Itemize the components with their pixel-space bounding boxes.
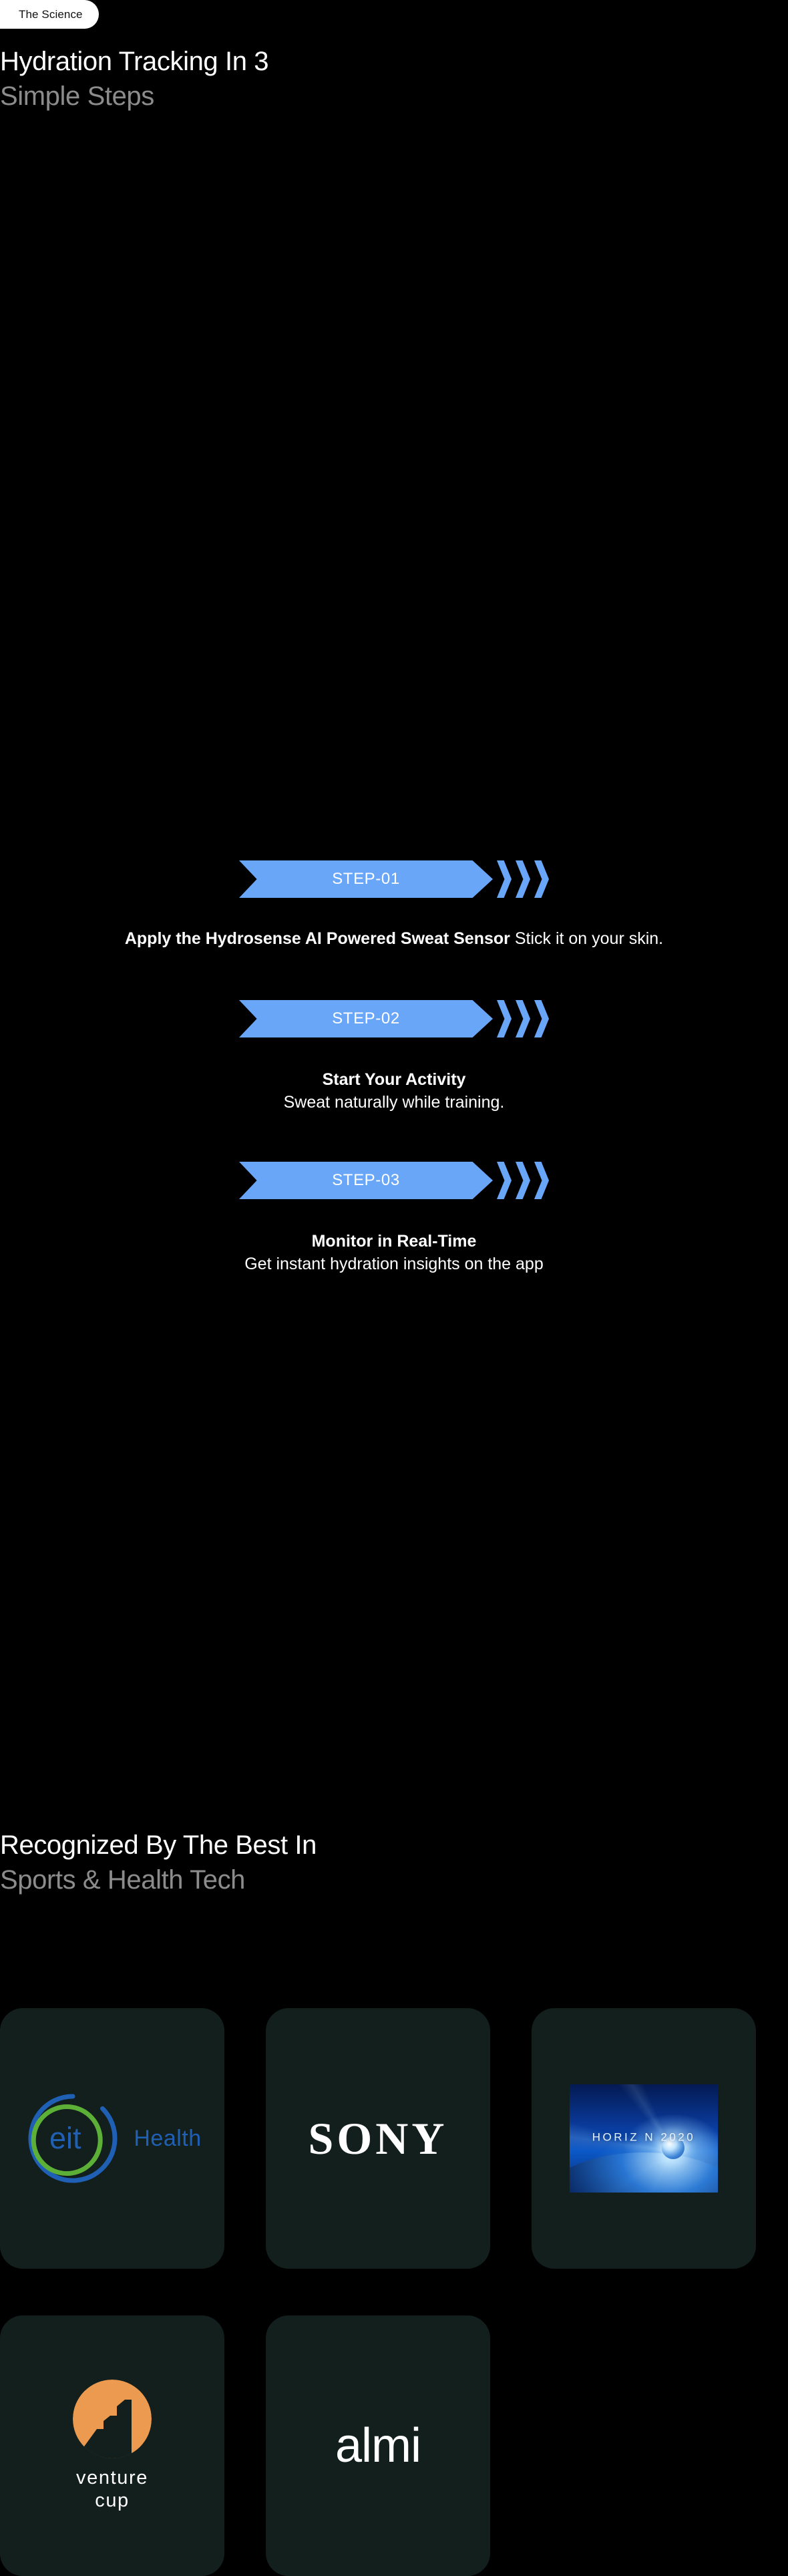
eit-health-wordmark: Health bbox=[134, 2125, 202, 2151]
venture-cup-wordmark: venture cup bbox=[76, 2466, 148, 2512]
step-body-3: Monitor in Real-Time Get instant hydrati… bbox=[0, 1230, 788, 1275]
step-badge-label-2: STEP-02 bbox=[332, 1009, 400, 1027]
horizon-2020-wordmark: HORIZ N 2020 bbox=[592, 2130, 696, 2144]
step-badge-1[interactable]: STEP-01 bbox=[239, 860, 493, 898]
step-title-2: Start Your Activity bbox=[322, 1070, 466, 1089]
step-title-1: Apply the Hydrosense AI Powered Sweat Se… bbox=[0, 927, 788, 950]
chevron-right-icon bbox=[534, 860, 549, 898]
step-title-3: Monitor in Real-Time bbox=[311, 1232, 477, 1251]
section-badge-the-science[interactable]: The Science bbox=[0, 0, 99, 29]
step-desc-2: Sweat naturally while training. bbox=[283, 1093, 505, 1112]
step-item-1: STEP-01 Apply the Hydrosense AI Powered … bbox=[0, 860, 788, 950]
logo-card-almi[interactable]: almi bbox=[266, 2315, 490, 2576]
step-badge-label-1: STEP-01 bbox=[332, 870, 400, 888]
venture-cup-mark-icon bbox=[73, 2380, 152, 2458]
step-badge-2[interactable]: STEP-02 bbox=[239, 1000, 493, 1037]
venture-cup-word-1: venture bbox=[76, 2467, 148, 2488]
step-badge-wrap-1: STEP-01 bbox=[239, 860, 549, 898]
chevron-right-icon bbox=[516, 860, 530, 898]
eit-circle-logo-icon: eit bbox=[23, 2088, 123, 2189]
partner-logo-grid: eit Health SONY HORIZ N 2020 bbox=[0, 2008, 788, 2576]
globe-icon bbox=[661, 2136, 684, 2159]
venture-cup-logo: venture cup bbox=[73, 2380, 152, 2512]
step-badge-wrap-2: STEP-02 bbox=[239, 1000, 549, 1037]
horizon-2020-image: HORIZ N 2020 bbox=[570, 2084, 718, 2193]
step-badge-row-3: STEP-03 bbox=[0, 1162, 788, 1199]
step-title-rest-1: Stick it on your skin. bbox=[510, 929, 664, 948]
chevron-right-icon bbox=[497, 1000, 512, 1037]
step-badge-wrap-3: STEP-03 bbox=[239, 1162, 549, 1199]
step-body-2: Start Your Activity Sweat naturally whil… bbox=[0, 1068, 788, 1114]
step-badge-row-1: STEP-01 bbox=[0, 860, 788, 898]
svg-text:eit: eit bbox=[49, 2121, 81, 2155]
chevron-right-icon bbox=[534, 1000, 549, 1037]
step-item-3: STEP-03 Monitor in Real-Time Get instant… bbox=[0, 1162, 788, 1275]
eit-health-logo: eit Health bbox=[23, 2088, 201, 2189]
step-desc-3: Get instant hydration insights on the ap… bbox=[244, 1255, 544, 1273]
chevron-right-icon bbox=[516, 1162, 530, 1199]
recognized-section-title: Recognized By The Best In Sports & Healt… bbox=[0, 1828, 317, 1897]
logo-card-horizon-2020[interactable]: HORIZ N 2020 bbox=[532, 2008, 756, 2269]
sony-wordmark: SONY bbox=[308, 2112, 448, 2164]
logo-card-eit-health[interactable]: eit Health bbox=[0, 2008, 224, 2269]
step-badge-label-3: STEP-03 bbox=[332, 1171, 400, 1189]
step-body-1: Apply the Hydrosense AI Powered Sweat Se… bbox=[0, 927, 788, 950]
step-title-bold-1: Apply the Hydrosense AI Powered Sweat Se… bbox=[124, 929, 510, 948]
almi-wordmark: almi bbox=[335, 2419, 421, 2472]
chevron-right-icon bbox=[516, 1000, 530, 1037]
section-badge-label: The Science bbox=[19, 7, 83, 21]
chevron-right-icon bbox=[497, 1162, 512, 1199]
chevron-right-icon bbox=[497, 860, 512, 898]
step-badge-row-2: STEP-02 bbox=[0, 1000, 788, 1037]
earth-decoration bbox=[570, 2152, 718, 2193]
recognized-title-line-2: Sports & Health Tech bbox=[0, 1865, 246, 1895]
logo-card-sony[interactable]: SONY bbox=[266, 2008, 490, 2269]
steps-list: STEP-01 Apply the Hydrosense AI Powered … bbox=[0, 860, 788, 1275]
chevron-right-icon bbox=[534, 1162, 549, 1199]
venture-cup-word-2: cup bbox=[95, 2490, 130, 2511]
logo-card-venture-cup[interactable]: venture cup bbox=[0, 2315, 224, 2576]
page-title-line-1: Hydration Tracking In 3 bbox=[0, 47, 269, 76]
step-item-2: STEP-02 Start Your Activity Sweat natura… bbox=[0, 1000, 788, 1114]
step-badge-3[interactable]: STEP-03 bbox=[239, 1162, 493, 1199]
page-title: Hydration Tracking In 3 Simple Steps bbox=[0, 44, 269, 114]
recognized-title-line-1: Recognized By The Best In bbox=[0, 1830, 317, 1860]
page-title-line-2: Simple Steps bbox=[0, 82, 154, 111]
